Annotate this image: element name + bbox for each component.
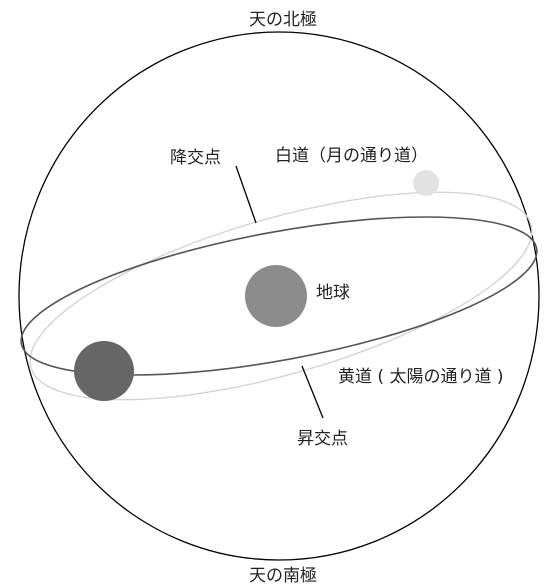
celestial-sphere <box>18 31 540 561</box>
north-pole-label: 天の北極 <box>249 10 317 30</box>
sun <box>74 341 134 401</box>
earth <box>245 265 307 327</box>
ascending-node-leader <box>301 365 324 419</box>
moon-orbit-path <box>29 191 533 401</box>
moon <box>413 170 439 196</box>
ascending-node-label: 昇交点 <box>297 429 348 449</box>
sun-path-label: 黄道 ( 太陽の通り道 ) <box>338 367 503 387</box>
descending-node-label: 降交点 <box>170 148 221 168</box>
moon-path-label: 白道（月の通り道） <box>275 146 428 166</box>
earth-label: 地球 <box>316 283 350 303</box>
south-pole-label: 天の南極 <box>249 566 317 586</box>
ecliptic-path <box>20 216 538 376</box>
descending-node-leader <box>235 165 257 224</box>
